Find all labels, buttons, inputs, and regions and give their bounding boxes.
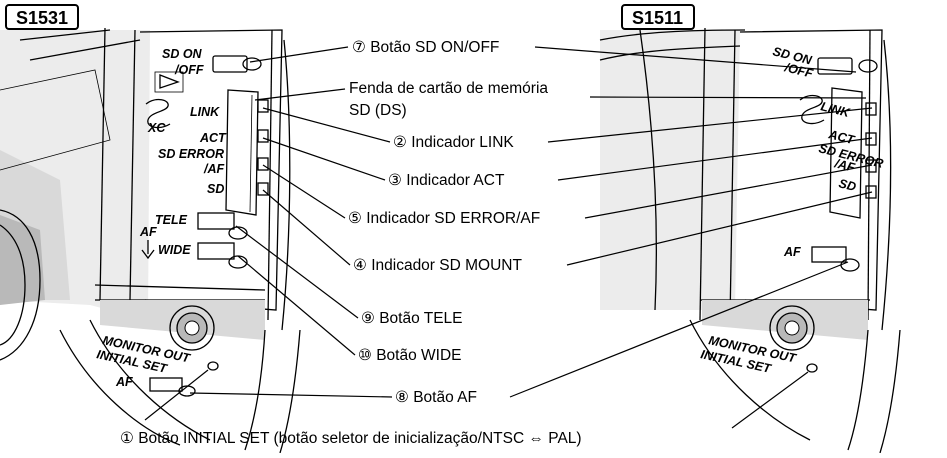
label-xc: XC (147, 121, 166, 135)
label-sd: SD (207, 182, 224, 196)
label-af-slash: /AF (203, 162, 225, 176)
label-af-slash-right: /AF (832, 156, 856, 175)
label-af-bottom: AF (115, 375, 133, 389)
callout-sd-slot-line1: Fenda de cartão de memória (349, 80, 548, 97)
label-act-right: ACT (826, 127, 857, 147)
callout-link-indicator: ② Indicador LINK (393, 134, 514, 151)
callout-initial-set-button: ① Botão INITIAL SET (botão seletor de in… (120, 430, 582, 447)
callout-sd-slot-line2: SD (DS) (349, 102, 407, 119)
label-link: LINK (190, 105, 220, 119)
left-panel-labels: SD ON /OFF LINK XC ACT SD ERROR /AF SD T… (95, 47, 227, 389)
label-af-right: AF (783, 245, 801, 259)
callout-tele-button: ⑨ Botão TELE (361, 310, 463, 327)
model-name-left: S1531 (16, 8, 68, 28)
callout-sd-onoff-button: ⑦ Botão SD ON/OFF (352, 39, 499, 56)
label-off: /OFF (174, 63, 204, 77)
model-tag-left: S1531 (5, 4, 79, 30)
label-sd-on: SD ON (162, 47, 203, 61)
label-act: ACT (199, 131, 227, 145)
callout-sd-mount-indicator: ④ Indicador SD MOUNT (353, 257, 522, 274)
right-camera-drawing (599, 27, 901, 454)
model-name-right: S1511 (632, 8, 683, 28)
label-tele: TELE (155, 213, 188, 227)
left-camera-drawing (0, 27, 301, 454)
callout-wide-button: ⑩ Botão WIDE (358, 347, 461, 364)
leader-lines (144, 46, 873, 429)
callout-sd-error-indicator: ⑤ Indicador SD ERROR/AF (348, 210, 540, 227)
label-af-arrow: AF (139, 225, 157, 239)
model-tag-right: S1511 (621, 4, 695, 30)
callouts: ⑦ Botão SD ON/OFF Fenda de cartão de mem… (120, 39, 582, 447)
callout-af-button: ⑧ Botão AF (395, 389, 477, 406)
label-sd-right: SD (837, 176, 857, 194)
callout-act-indicator: ③ Indicador ACT (388, 172, 505, 189)
label-link-right: LINK (819, 99, 852, 120)
label-wide: WIDE (158, 243, 191, 257)
label-sd-error: SD ERROR (158, 147, 224, 161)
